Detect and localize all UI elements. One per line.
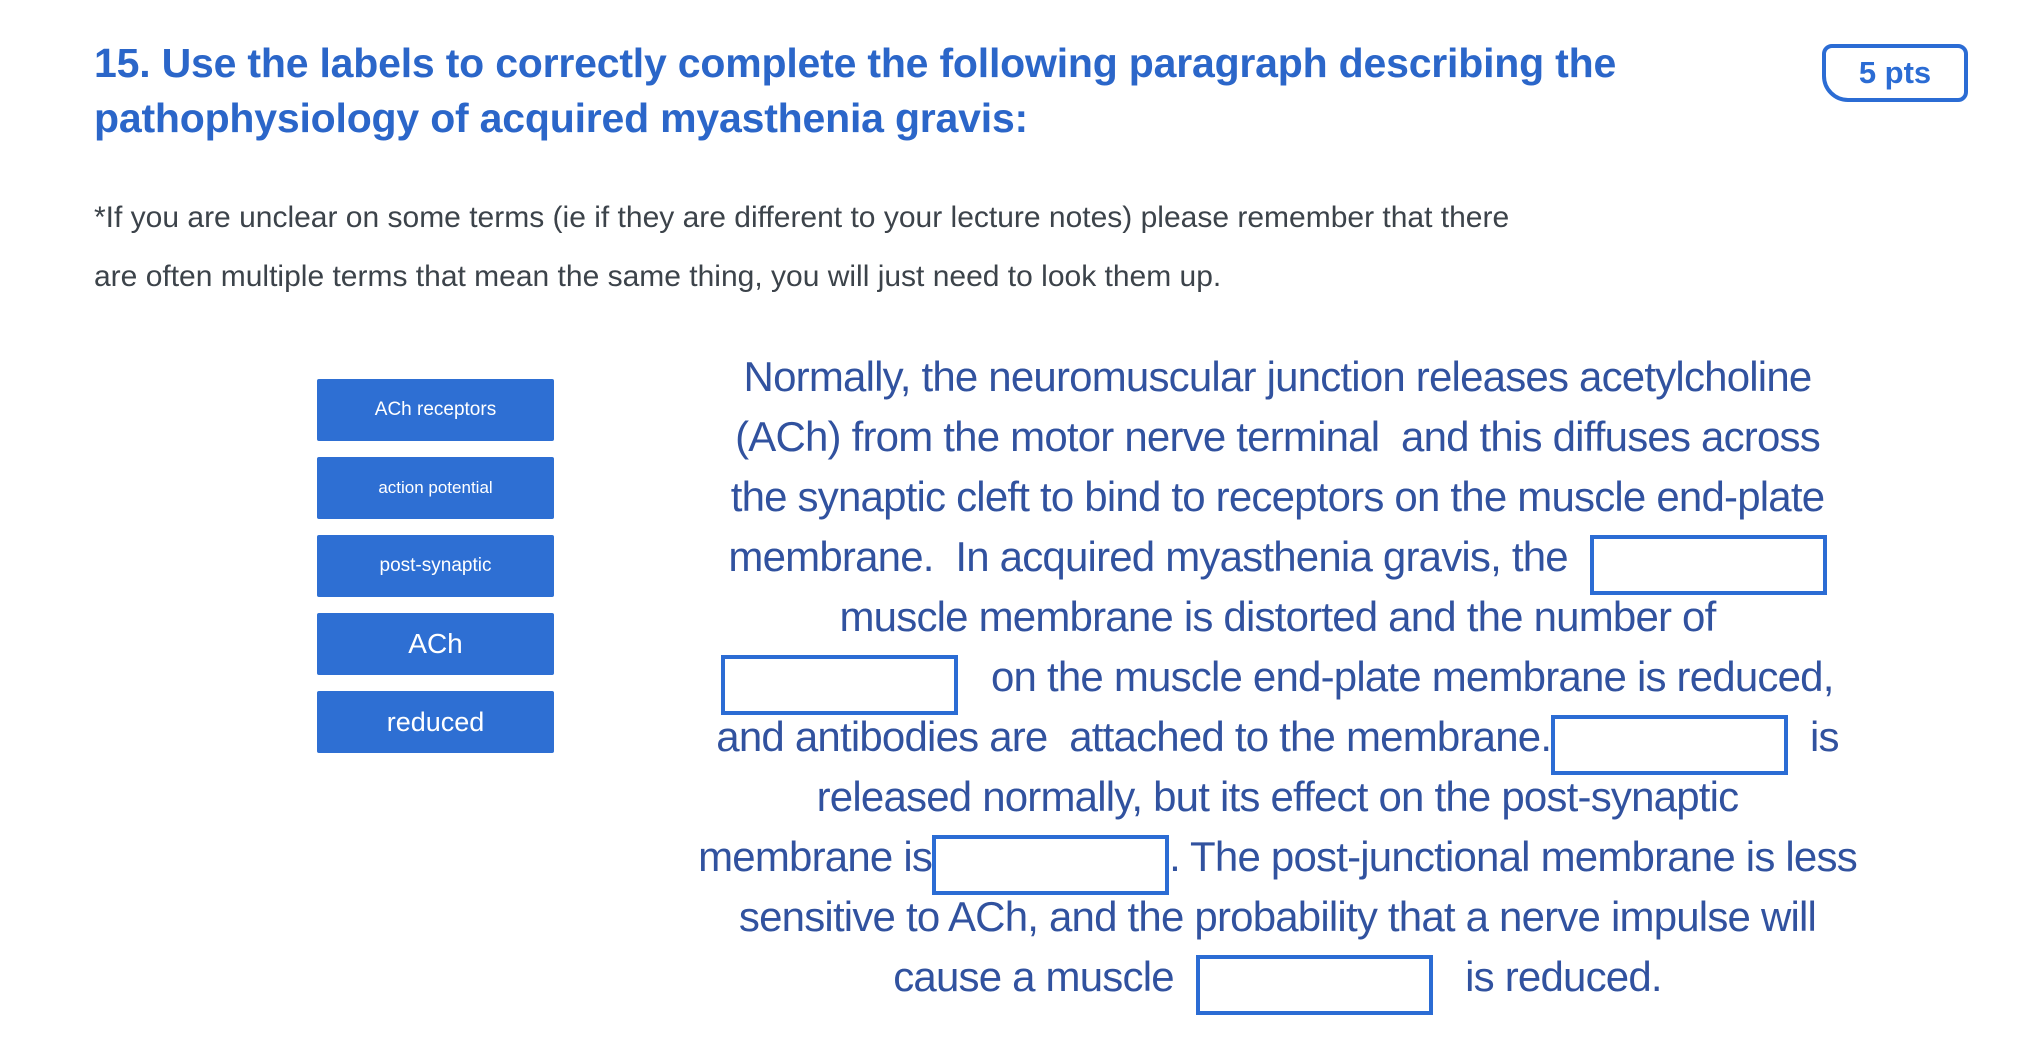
question-note: *If you are unclear on some terms (ie if… [94, 188, 1874, 306]
paragraph-text: membrane. In acquired myasthenia gravis,… [728, 533, 1590, 580]
points-badge: 5 pts [1822, 44, 1968, 102]
drag-label-action-potential[interactable]: action potential [317, 457, 554, 519]
paragraph-text: released normally, but its effect on the… [816, 773, 1740, 820]
label-bank: ACh receptors action potential post-synapt… [317, 379, 554, 753]
question-title: 15. Use the labels to correctly complete… [94, 40, 1617, 141]
cloze-paragraph: Normally, the neuromuscular junction rel… [610, 352, 1945, 1015]
note-line: are often multiple terms that mean the s… [94, 260, 1222, 293]
answer-blank[interactable] [1589, 535, 1827, 595]
paragraph-text: sensitive to ACh, and the probability th… [738, 893, 1817, 940]
paragraph-text: the synaptic cleft to bind to receptors … [730, 473, 1825, 520]
drag-label-post-synaptic[interactable]: post-synaptic [317, 535, 554, 597]
paragraph-text: cause a muscle [893, 953, 1196, 1000]
answer-blank[interactable] [932, 835, 1170, 895]
paragraph-text: is reduced. [1432, 953, 1662, 1000]
paragraph-line: on the muscle end-plate membrane is redu… [610, 652, 1945, 715]
paragraph-line: membrane is . The post-junctional membran… [610, 832, 1945, 895]
answer-blank[interactable] [1551, 715, 1789, 775]
paragraph-text: is [1788, 713, 1840, 760]
paragraph-text: and antibodies are attached to the membr… [716, 713, 1552, 760]
paragraph-line: (ACh) from the motor nerve terminal and … [610, 412, 1945, 472]
paragraph-text: . The post-junctional membrane is less [1169, 833, 1858, 880]
drag-label-reduced[interactable]: reduced [317, 691, 554, 753]
paragraph-line: and antibodies are attached to the membr… [610, 712, 1945, 775]
paragraph-text: muscle membrane is distorted and the num… [839, 593, 1717, 640]
paragraph-line: membrane. In acquired myasthenia gravis,… [610, 532, 1945, 595]
note-line: *If you are unclear on some terms (ie if… [94, 201, 1510, 234]
answer-blank[interactable] [721, 655, 959, 715]
paragraph-line: cause a muscle is reduced. [610, 952, 1945, 1015]
paragraph-text: Normally, the neuromuscular junction rel… [743, 353, 1813, 400]
drag-label-ach-receptors[interactable]: ACh receptors [317, 379, 554, 441]
drag-label-ach[interactable]: ACh [317, 613, 554, 675]
paragraph-line: Normally, the neuromuscular junction rel… [610, 352, 1945, 412]
paragraph-text: on the muscle end-plate membrane is redu… [958, 653, 1834, 700]
paragraph-line: sensitive to ACh, and the probability th… [610, 892, 1945, 952]
paragraph-text: (ACh) from the motor nerve terminal and … [735, 413, 1821, 460]
paragraph-line: the synaptic cleft to bind to receptors … [610, 472, 1945, 532]
paragraph-line: muscle membrane is distorted and the num… [610, 592, 1945, 652]
answer-blank[interactable] [1195, 955, 1433, 1015]
paragraph-line: released normally, but its effect on the… [610, 772, 1945, 832]
paragraph-text: membrane is [698, 833, 933, 880]
points-badge-label: 5 pts [1858, 55, 1932, 90]
